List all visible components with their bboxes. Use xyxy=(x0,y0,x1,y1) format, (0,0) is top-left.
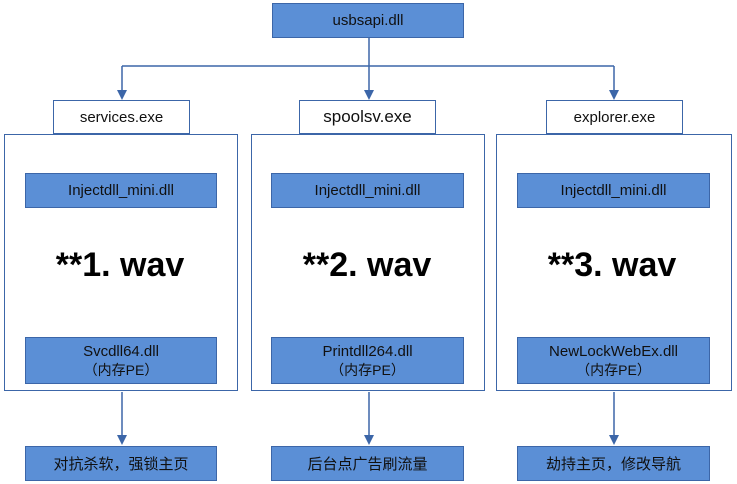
payload-note: （内存PE） xyxy=(83,361,159,378)
inject-box-3: Injectdll_mini.dll xyxy=(517,173,710,208)
inject-label: Injectdll_mini.dll xyxy=(560,182,667,199)
inject-label: Injectdll_mini.dll xyxy=(314,182,421,199)
payload-name: NewLockWebEx.dll xyxy=(549,342,678,360)
wav-label-2: **2. wav xyxy=(302,245,432,284)
effect-box-2: 后台点广告刷流量 xyxy=(271,446,464,481)
wav-label-3: **3. wav xyxy=(547,245,677,284)
effect-label: 劫持主页，修改导航 xyxy=(545,456,681,473)
effect-label: 对抗杀软，强锁主页 xyxy=(53,456,189,473)
payload-note: （内存PE） xyxy=(330,361,405,378)
payload-box-1: Svcdll64.dll （内存PE） xyxy=(25,337,217,384)
effect-box-3: 劫持主页，修改导航 xyxy=(517,446,710,481)
inject-box-2: Injectdll_mini.dll xyxy=(271,173,464,208)
payload-name: Svcdll64.dll xyxy=(83,342,159,360)
process-label: explorer.exe xyxy=(573,108,656,126)
payload-box-2: Printdll264.dll （内存PE） xyxy=(271,337,464,384)
process-box-explorer: explorer.exe xyxy=(546,100,683,134)
payload-box-3: NewLockWebEx.dll （内存PE） xyxy=(517,337,710,384)
usbsapi-label: usbsapi.dll xyxy=(332,12,404,29)
inject-label: Injectdll_mini.dll xyxy=(68,182,174,199)
effect-label: 后台点广告刷流量 xyxy=(307,456,428,473)
process-label: spoolsv.exe xyxy=(323,107,412,126)
effect-box-1: 对抗杀软，强锁主页 xyxy=(25,446,217,481)
payload-name: Printdll264.dll xyxy=(322,342,413,360)
process-box-services: services.exe xyxy=(53,100,190,134)
process-box-spoolsv: spoolsv.exe xyxy=(299,100,436,134)
usbsapi-dll-node: usbsapi.dll xyxy=(272,3,464,38)
inject-box-1: Injectdll_mini.dll xyxy=(25,173,217,208)
payload-note: （内存PE） xyxy=(576,361,651,378)
wav-label-1: **1. wav xyxy=(55,245,185,284)
process-label: services.exe xyxy=(79,108,164,126)
